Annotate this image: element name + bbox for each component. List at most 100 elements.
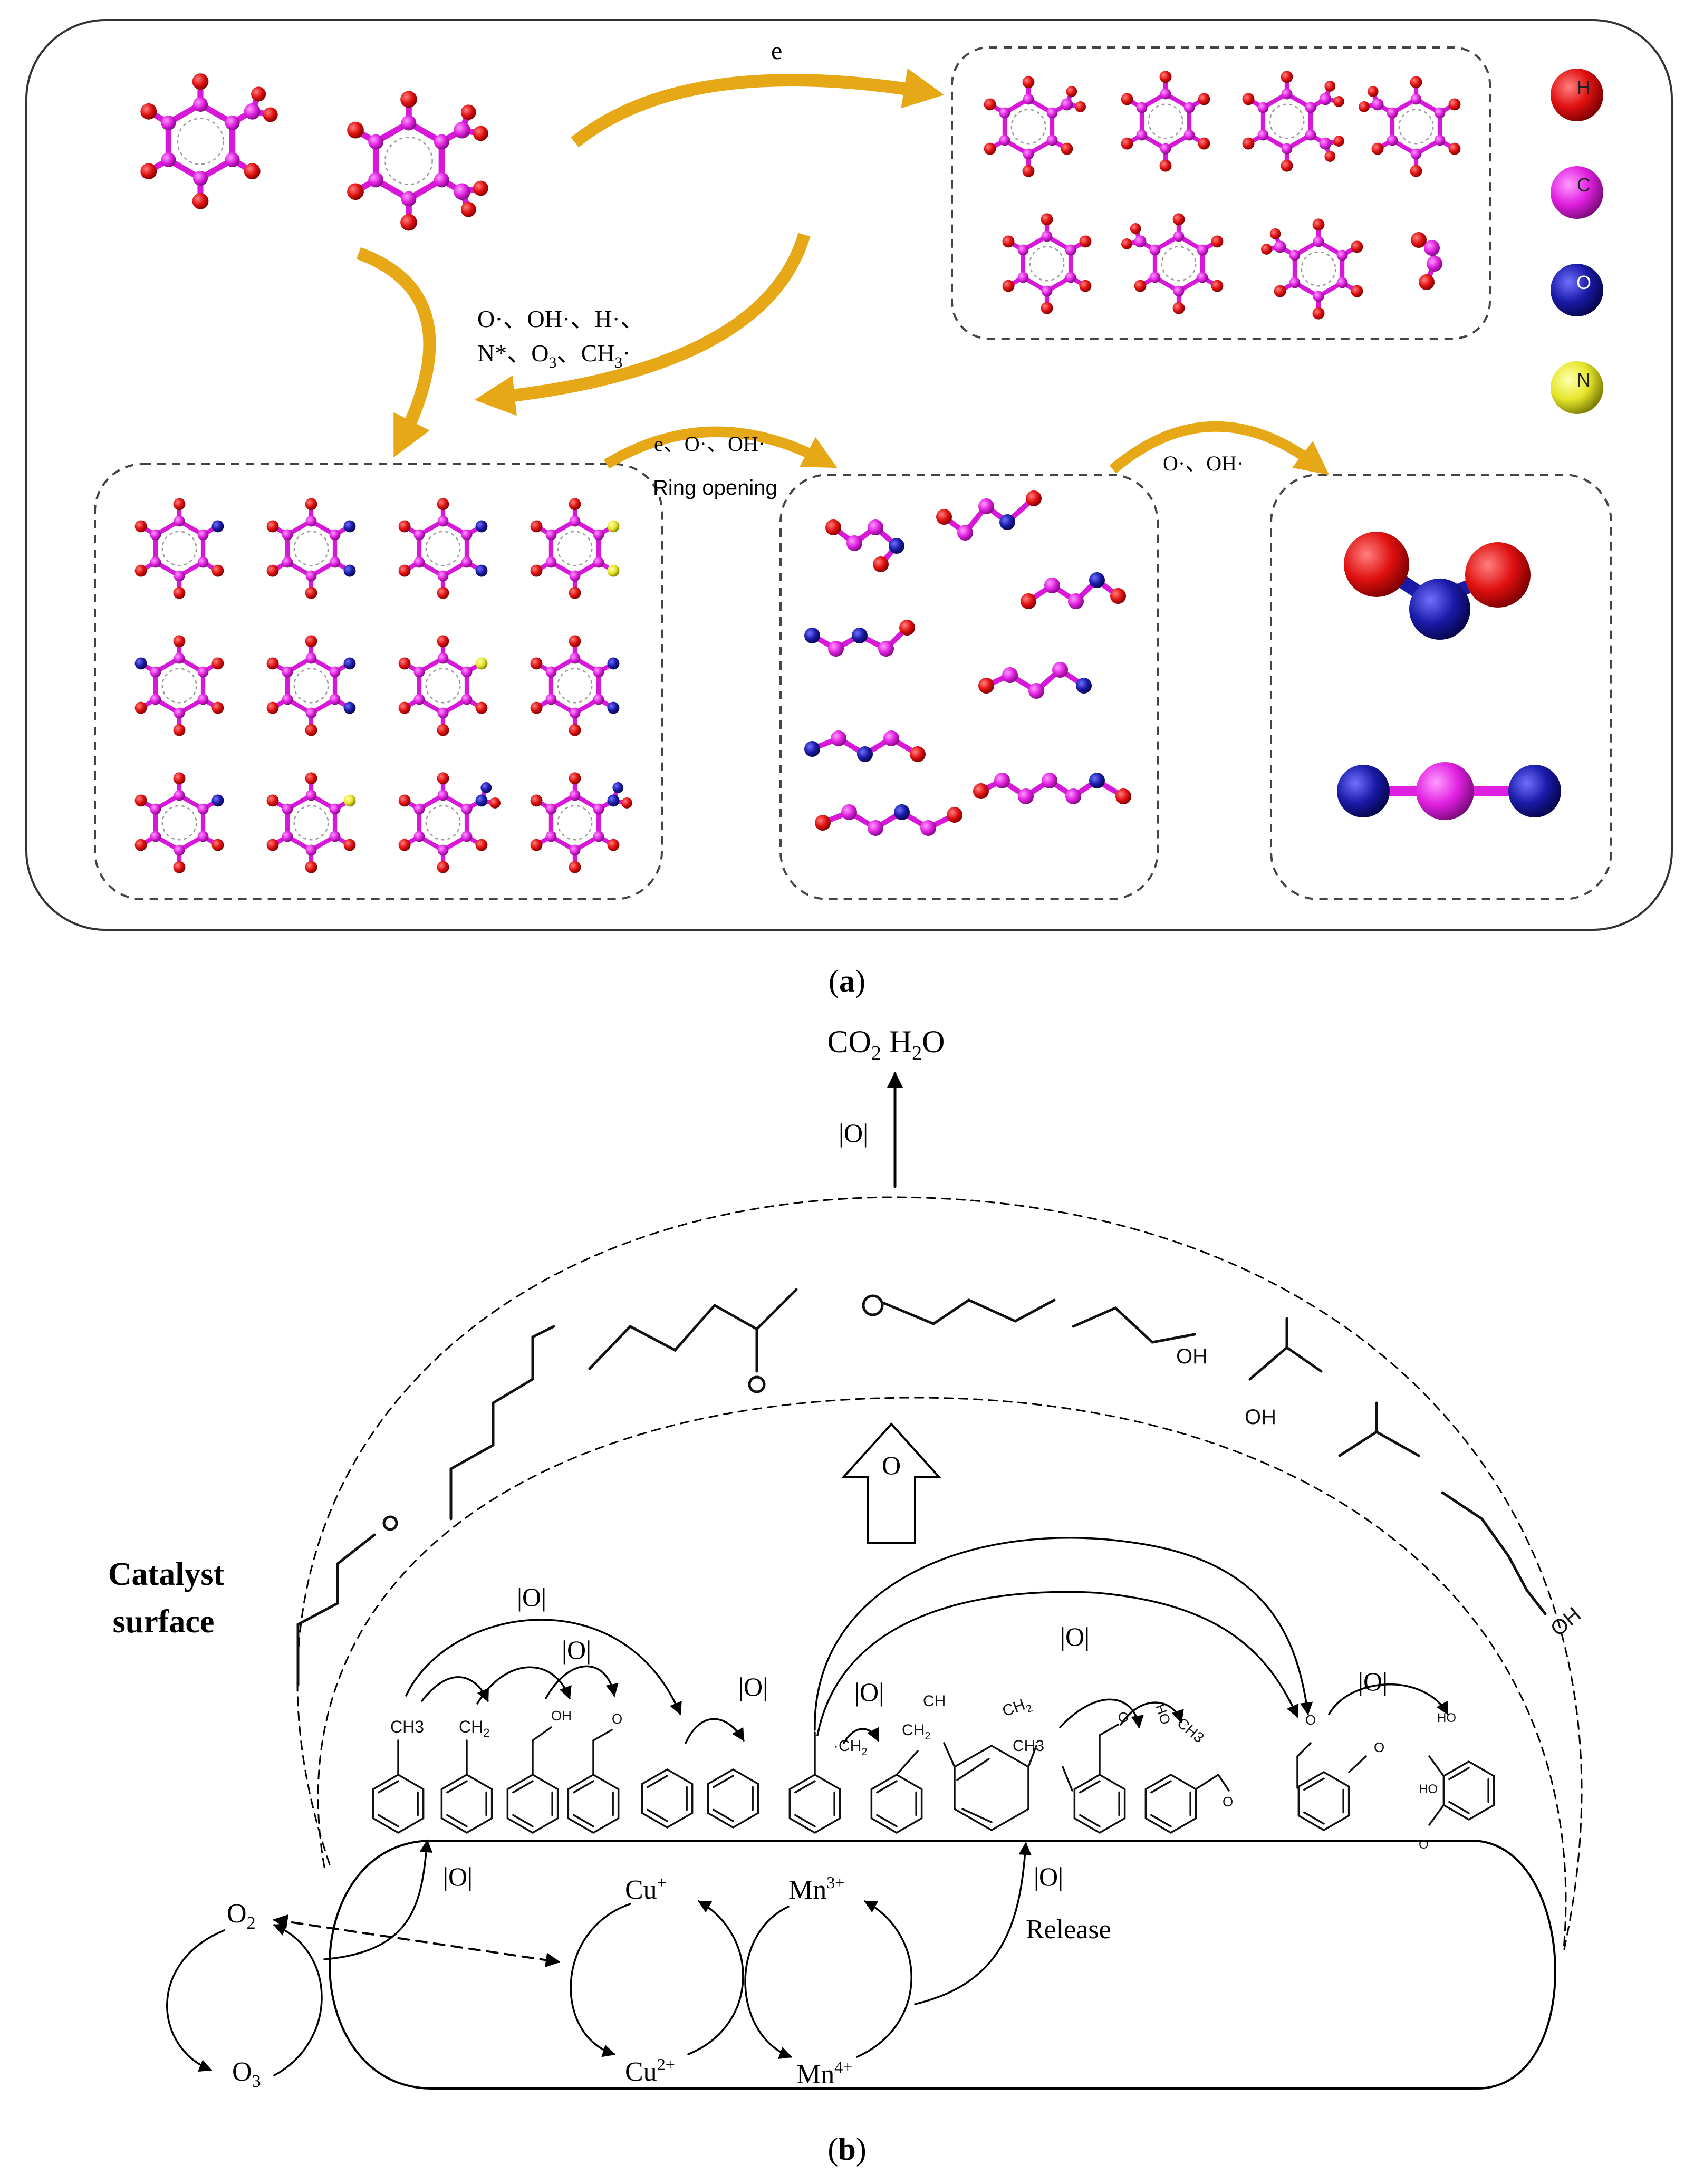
oxidation-hollow-arrow <box>841 1422 941 1544</box>
catalyst-label-1: Catalyst <box>108 1556 225 1592</box>
molecule-cn2 <box>1337 762 1561 820</box>
phenyl-radical <box>788 1773 841 1834</box>
substituent-bond <box>1217 1774 1230 1792</box>
legend-item: N <box>1551 361 1603 414</box>
ring-opened-fragment <box>804 730 926 762</box>
molecule-no2 <box>1344 532 1531 640</box>
arrow-top-label: e <box>771 37 782 65</box>
mn-3plus: Mn3+ <box>788 1873 844 1905</box>
substituent-bond <box>1195 1774 1219 1790</box>
substituent-bond <box>1428 1804 1445 1826</box>
phthalic-acid <box>1442 1760 1495 1821</box>
final-products: CO2 H2O <box>827 1024 945 1064</box>
group-label: CH2 <box>902 1721 930 1742</box>
product-molecule <box>1411 232 1442 290</box>
svg-text:|O|: |O| <box>517 1582 546 1612</box>
benzyl-radical <box>440 1773 493 1834</box>
species-line-1: O·、OH·、H·、 <box>477 305 644 332</box>
catalyst-body <box>329 1840 1556 2090</box>
reactant-molecule <box>140 73 278 209</box>
release-oxygen-label: |O| <box>1034 1862 1063 1891</box>
substituent-bond <box>896 1750 919 1776</box>
legend-item: O <box>1551 264 1603 316</box>
oxidation-arc-labels: |O| |O| |O| |O| |O| |O| <box>517 1582 1388 1707</box>
catalyst-label-2: surface <box>113 1604 215 1640</box>
substituted-aromatic <box>530 772 632 873</box>
substituted-aromatic <box>530 498 620 599</box>
substituent-bond <box>943 1742 956 1768</box>
element-legend: H C O N <box>1551 69 1603 414</box>
group-label: CH3 <box>390 1717 424 1736</box>
methylbenzaldehyde <box>1073 1773 1126 1834</box>
substituted-aromatic <box>398 498 488 599</box>
gold-arrow-ring-opening <box>603 426 838 469</box>
mn-cycle-left <box>744 1906 793 2059</box>
oxidation-arcs <box>405 1537 1449 1744</box>
o3-to-o2-arrow <box>273 1923 323 2076</box>
substituent-bond <box>592 1729 613 1742</box>
inner-dome <box>317 1397 1567 1950</box>
final-arrow-label: |O| <box>839 1118 868 1148</box>
product-molecule <box>1261 218 1363 320</box>
hollow-arrow-label: O <box>882 1450 901 1480</box>
box-products-top <box>951 46 1491 340</box>
outer-dome <box>296 1196 1583 1952</box>
legend-item: H <box>1551 69 1603 121</box>
phthalaldehyde <box>1297 1771 1350 1832</box>
mn-cycle-right <box>856 1900 912 2058</box>
molecule-models <box>134 71 1461 873</box>
svg-text:|O|: |O| <box>738 1672 768 1701</box>
panel-a-caption: (a) <box>829 964 865 998</box>
group-label: OH <box>551 1708 572 1724</box>
o3-label: O3 <box>232 2057 261 2091</box>
intermediate-labels: OH OH OH <box>1176 1345 1585 1641</box>
legend-letter: N <box>1577 369 1591 391</box>
substituent-bond <box>1296 1742 1312 1757</box>
group-label: O <box>1223 1794 1233 1810</box>
benzaldehyde <box>567 1773 620 1834</box>
product-molecule <box>1121 71 1210 172</box>
gold-arrow-mineralization <box>1109 421 1330 475</box>
group-label: CH3 <box>1013 1737 1044 1755</box>
ring-opened-fragment <box>825 519 904 572</box>
substituent-bond <box>1027 1745 1037 1768</box>
group-label: ·CH2 <box>833 1737 867 1758</box>
ring-opened-fragment <box>936 490 1042 541</box>
benzene-radical <box>707 1768 759 1829</box>
substituted-aromatic <box>266 635 356 736</box>
substituted-aromatic <box>398 772 500 873</box>
box-ring-opened <box>779 474 1159 900</box>
ring-opened-fragment <box>1021 572 1126 609</box>
xylene <box>954 1744 1029 1832</box>
o2-surface-label: |O| <box>443 1862 473 1891</box>
svg-text:|O|: |O| <box>562 1635 591 1665</box>
product-molecule <box>1002 213 1092 314</box>
toluene <box>372 1773 425 1834</box>
substituted-aromatic <box>134 498 224 599</box>
product-molecule <box>1242 71 1344 172</box>
ring-opened-fragment <box>973 773 1131 804</box>
product-molecule <box>1121 213 1224 314</box>
svg-text:OH: OH <box>1245 1406 1276 1429</box>
legend-letter: C <box>1577 174 1591 196</box>
species-line-2: N*、O3、CH3· <box>477 340 631 371</box>
gold-arrow-return <box>474 233 811 416</box>
mn-4plus: Mn4+ <box>796 2057 852 2090</box>
svg-text:|O|: |O| <box>1060 1622 1090 1651</box>
substituent-bond <box>1348 1755 1367 1773</box>
group-label: CH <box>923 1692 946 1710</box>
reactant-molecule <box>347 91 488 231</box>
intermediates-skeletal <box>296 1288 1547 1687</box>
substituent-bond <box>532 1726 552 1742</box>
o2-to-cu-dashed <box>273 1914 561 1968</box>
group-label: O <box>1305 1712 1316 1728</box>
panel-a: e O·、OH·、H·、 N*、O3、CH3· e、O·、OH· Ring op… <box>25 19 1673 998</box>
box-small-molecules <box>1270 474 1612 900</box>
legend-item: C <box>1551 166 1603 219</box>
group-label: CH2 <box>1000 1694 1034 1723</box>
release-arrow <box>914 1842 1032 2005</box>
group-label: CH3 <box>1174 1715 1207 1746</box>
legend-letter: H <box>1577 76 1591 98</box>
group-label: O <box>1118 1709 1129 1725</box>
